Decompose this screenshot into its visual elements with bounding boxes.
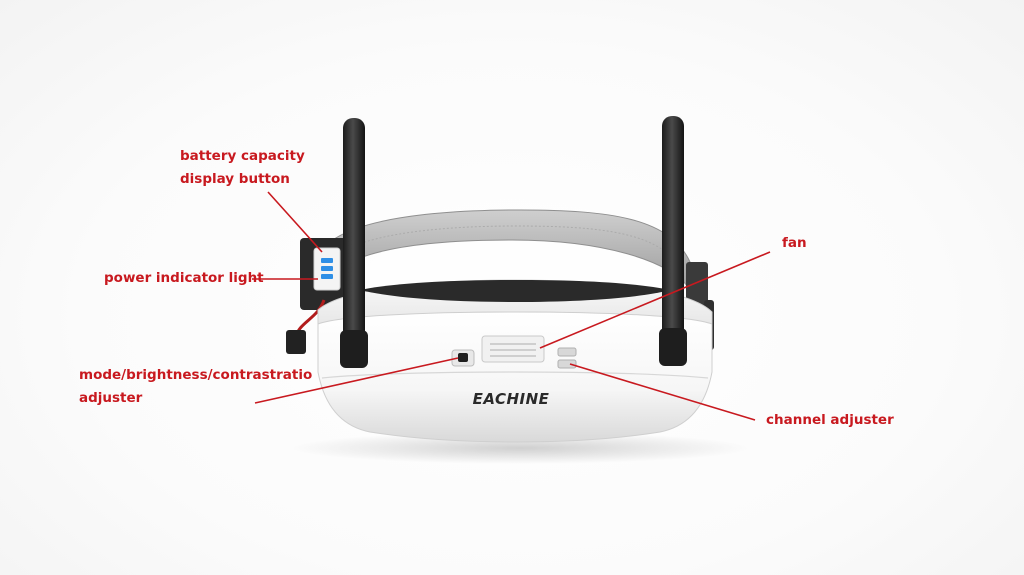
channel-button-up [557,347,577,357]
battery-led-3 [321,274,333,279]
channel-leader [569,363,756,421]
label-mode-line1: mode/brightness/contrastratio [79,367,313,383]
goggle-shell [317,311,713,443]
channel-button-down [557,359,577,369]
label-battery-capacity: battery capacity display button [180,145,305,191]
head-strap [317,209,691,292]
cable-plug [286,330,306,354]
shell-seam [321,371,709,379]
label-battery-line1: battery capacity [180,148,305,164]
battery-led-2 [321,266,333,271]
mode-leader [254,357,459,404]
ground-shadow [290,432,750,464]
battery-leader [267,191,323,253]
face-cushion [360,280,670,302]
leader-lines [252,191,771,421]
label-mode-adjuster: mode/brightness/contrastratio adjuster [79,364,312,410]
fan-vent [481,335,545,363]
label-channel-adjuster: channel adjuster [766,412,894,428]
fan-leader [539,251,771,349]
mode-button-cap [458,353,468,362]
label-fan: fan [782,235,807,251]
label-mode-line2: adjuster [79,390,143,406]
left-antenna [340,118,368,368]
brand-logo: EACHINE [473,390,550,408]
label-battery-line2: display button [180,171,290,187]
strap-weave [329,225,683,271]
label-power-indicator: power indicator light [104,270,264,286]
power-indicator-led [321,258,333,263]
right-antenna [659,116,687,366]
